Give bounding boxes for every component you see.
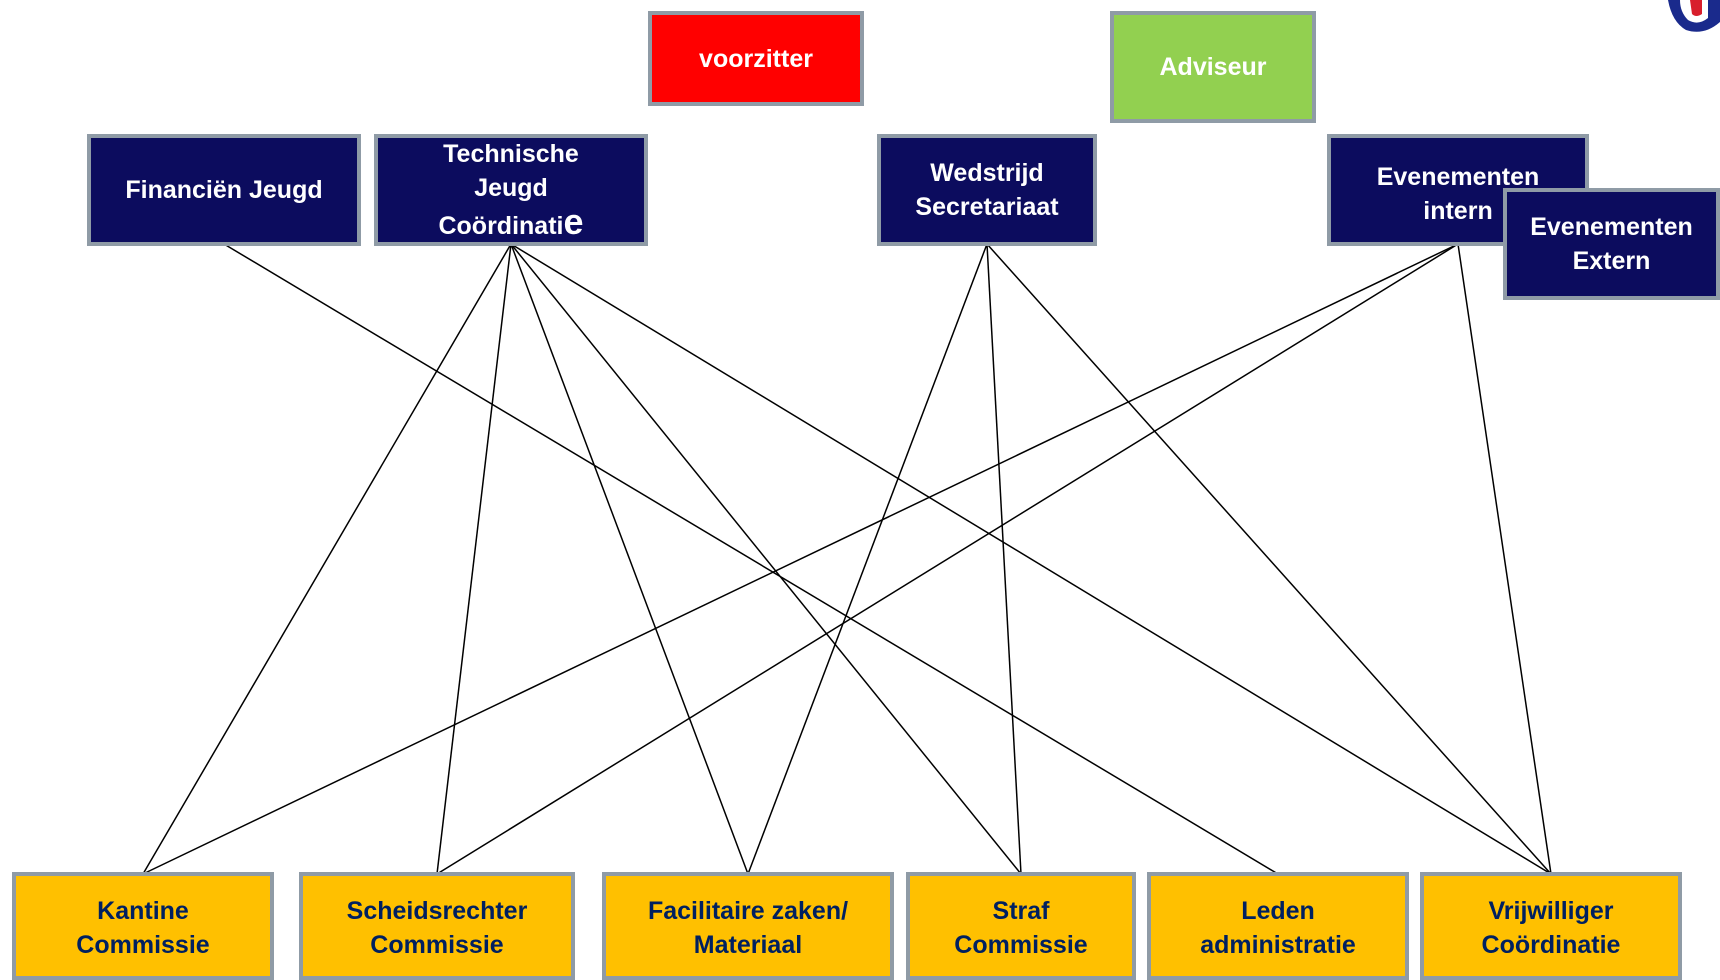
financien-jeugd-box: Financiën Jeugd <box>87 134 361 246</box>
voorzitter-label: voorzitter <box>699 44 813 73</box>
connector-technische-straf <box>510 243 1022 875</box>
connector-technische-scheids <box>436 243 512 875</box>
financien-jeugd-label: Financiën Jeugd <box>125 176 323 204</box>
scheidsrechter-line-1: Scheidsrechter <box>346 897 528 925</box>
connector-wedstrijd-vrijwilliger <box>986 243 1552 875</box>
facilitaire-zaken-box: Facilitaire zaken/ Materiaal <box>602 872 894 980</box>
connector-technische-facilitair <box>510 243 749 875</box>
leden-line-2: administratie <box>1200 931 1356 959</box>
connector-technische-vrijwilliger <box>510 243 1552 875</box>
evenementen-intern-line-2: intern <box>1423 197 1493 225</box>
facilitaire-line-1: Facilitaire zaken/ <box>647 897 849 925</box>
straf-commissie-box: Straf Commissie <box>906 872 1136 980</box>
straf-line-2: Commissie <box>954 931 1088 959</box>
shield-logo-icon <box>1668 0 1720 32</box>
connector-wedstrijd-straf <box>986 243 1022 875</box>
kantine-line-2: Commissie <box>76 931 210 959</box>
straf-line-1: Straf <box>992 897 1050 925</box>
connector-technische-kantine <box>142 243 512 875</box>
connector-ev_intern-vrijwilliger <box>1457 243 1552 875</box>
vrijwilliger-coordinatie-box: Vrijwilliger Coördinatie <box>1420 872 1682 980</box>
voorzitter-box: voorzitter <box>648 11 864 106</box>
leden-line-1: Leden <box>1241 897 1315 925</box>
wedstrijd-secretariaat-box: Wedstrijd Secretariaat <box>877 134 1097 246</box>
vrijwilliger-line-2: Coördinatie <box>1481 931 1621 959</box>
connector-wedstrijd-facilitair <box>747 243 988 875</box>
technische-line-2: Jeugd <box>474 174 548 202</box>
evenementen-extern-line-2: Extern <box>1572 247 1651 275</box>
evenementen-intern-line-1: Evenementen <box>1376 163 1540 191</box>
adviseur-box: Adviseur <box>1110 11 1316 123</box>
vrijwilliger-line-1: Vrijwilliger <box>1488 897 1614 925</box>
connector-ev_intern-kantine <box>142 243 1459 875</box>
kantine-line-1: Kantine <box>97 897 189 925</box>
scheidsrechter-line-2: Commissie <box>370 931 504 959</box>
scheidsrechter-commissie-box: Scheidsrechter Commissie <box>299 872 575 980</box>
leden-administratie-box: Leden administratie <box>1147 872 1409 980</box>
technische-line-1: Technische <box>443 140 579 168</box>
wedstrijd-line-2: Secretariaat <box>915 193 1059 221</box>
wedstrijd-line-1: Wedstrijd <box>930 159 1044 187</box>
technische-jeugd-coordinatie-box: Technische Jeugd Coördinatie <box>374 134 648 246</box>
connector-ev_intern-scheids <box>436 243 1459 875</box>
evenementen-extern-box: Evenementen Extern <box>1503 188 1720 300</box>
technische-line-3: Coördinatie <box>438 201 584 242</box>
adviseur-label: Adviseur <box>1159 53 1267 81</box>
connector-financien-leden <box>223 243 1279 875</box>
facilitaire-line-2: Materiaal <box>693 931 803 959</box>
kantine-commissie-box: Kantine Commissie <box>12 872 274 980</box>
evenementen-extern-line-1: Evenementen <box>1530 213 1693 241</box>
